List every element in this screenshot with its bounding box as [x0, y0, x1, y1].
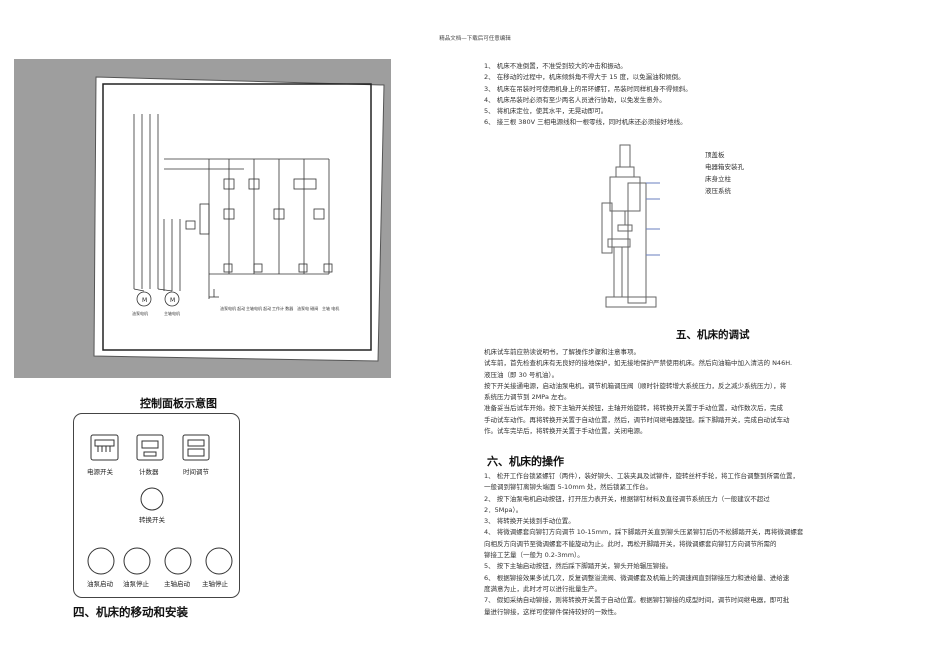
- selector-switch-label: 转换开关: [139, 516, 165, 524]
- label-top-cover: 顶盖板: [705, 151, 725, 159]
- label-column: 床身立柱: [705, 175, 731, 183]
- text-line: 按下开关接通电源，启动油泵电机，调节机箱调压阀（顺时针旋转增大系统压力，反之减少…: [484, 381, 787, 390]
- section6-heading: 六、机床的操作: [487, 455, 564, 468]
- control-panel-diagram: 电源开关 计数器 时间调节 转换开关 油泵启动 油泵停止 主轴启动 主轴停止: [73, 413, 240, 598]
- page-header: 精品文档—下载后可任意编辑: [439, 36, 511, 42]
- text-line: 系统压力调节到 2MPa 左右。: [484, 393, 571, 402]
- col4-label: 油泵电 磁阀: [297, 305, 318, 311]
- list-item: 5、 将机床定位，使其水平，无晃动即可。: [484, 107, 608, 116]
- col1-label: 油泵电机 起动: [220, 305, 245, 311]
- text-line: 7、 假如采纳自动铆接，则将转换开关置于自动位置。根据铆钉铆接的成型时间，调节时…: [484, 596, 790, 605]
- spindle-start-label: 主轴启动: [164, 580, 190, 588]
- label-electrical-hole: 电器箱安装孔: [705, 163, 744, 171]
- list-item: 2、 在移动的过程中，机床倾斜角不得大于 15 度，以免漏油和倾倒。: [484, 73, 685, 82]
- list-item: 3、 机床在吊装时可使用机身上的吊环螺钉，吊装时同样机身不得倾斜。: [484, 84, 692, 93]
- text-line: 3、 将转换开关拨到手动位置。: [484, 517, 575, 526]
- list-item: 6、 接三根 380V 三相电源线和一根零线，同时机床还必须接好地线。: [484, 118, 687, 127]
- text-line: 量进行铆接，这样可使铆件保持较好的一致性。: [484, 607, 621, 616]
- col5-label: 主轴 电机: [322, 305, 339, 311]
- text-line: 向相反方向调节至微调螺套不能旋动为止。此时，再松开脚踏开关，将微调螺套向铆钉方向…: [484, 539, 777, 548]
- label-hydraulic: 液压系统: [705, 187, 731, 195]
- panel-caption: 控制面板示意图: [140, 397, 217, 410]
- text-line: 机床试车前应熟读说明书，了解操作步骤和注意事项。: [484, 348, 640, 356]
- text-line: 2．5Mpa）。: [484, 505, 523, 514]
- col3-label: 工作计 数器: [272, 305, 293, 311]
- col2-label: 主轴电机 起动: [246, 305, 271, 311]
- section5-heading: 五、机床的调试: [676, 329, 750, 341]
- text-line: 度满意为止，此时才可以进行批量生产。: [484, 584, 601, 593]
- pump-stop-label: 油泵停止: [123, 580, 149, 588]
- list-item: 1、 机床不准倒置，不准受到较大的冲击和振动。: [484, 62, 627, 70]
- text-line: 1、 松开工作台锁紧螺钉（两件），装好铆头、工装夹具及试铆件，旋转丝杆手轮，将工…: [484, 472, 799, 480]
- text-line: 6、 根据铆接效果多试几次，反复调整溢流阀、微调螺套及机箱上的调速阀直到铆接压力…: [484, 573, 790, 582]
- operation-text: 1、 松开工作台锁紧螺钉（两件），装好铆头、工装夹具及试铆件，旋转丝杆手轮，将工…: [484, 471, 803, 618]
- text-line: 准备妥当后试车开始。按下主轴开关按钮，主轴开始旋转，将转换开关置于手动位置，动作…: [484, 404, 783, 413]
- text-line: 手动试车动作。再将转换开关置于自动位置，然后，调节时间继电器旋钮。踩下脚踏开关，…: [484, 415, 790, 424]
- machine-drawing: [601, 144, 660, 308]
- motor1-label: 油泵电机: [132, 310, 148, 316]
- text-line: 5、 按下主轴启动按钮，然后踩下脚踏开关，铆头开始辗压铆接。: [484, 562, 673, 571]
- svg-text:M: M: [142, 297, 147, 304]
- svg-text:M: M: [170, 297, 175, 304]
- list-item: 4、 机床吊装时必须有至少两名人员进行协助，以免发生意外。: [484, 95, 666, 104]
- text-line: 一般调到铆钉离铆头端面 5-10mm 处，然后锁紧工作台。: [484, 483, 653, 492]
- debug-text: 机床试车前应熟读说明书，了解操作步骤和注意事项。 试车前，首先检查机床有无良好的…: [484, 347, 792, 437]
- timer-label: 时间调节: [183, 468, 209, 476]
- section4-heading: 四、机床的移动和安装: [73, 605, 188, 619]
- text-line: 2、 按下油泵电机启动按钮，打开压力表开关，根据铆钉材料及直径调节系统压力（一般…: [484, 494, 770, 503]
- motor2-label: 主轴电机: [164, 310, 180, 316]
- text-line: 作。试车完毕后，将转换开关置于手动位置，关闭电源。: [484, 427, 647, 436]
- counter-label: 计数器: [139, 468, 159, 476]
- spindle-stop-label: 主轴停止: [202, 580, 228, 588]
- power-switch-label: 电源开关: [87, 468, 113, 476]
- install-list: 1、 机床不准倒置，不准受到较大的冲击和振动。 2、 在移动的过程中，机床倾斜角…: [484, 61, 692, 129]
- text-line: 液压油（即 30 号机油）。: [484, 370, 559, 379]
- schematic-image: M M 油泵电机 主轴电机 油泵电机 起动 主轴电机 起动 工作计 数器 油泵电…: [14, 59, 391, 378]
- text-line: 铆接工艺量（一般为 0.2-3mm）。: [484, 551, 584, 560]
- pump-start-label: 油泵启动: [87, 580, 113, 588]
- panel-drawing: [87, 434, 233, 575]
- text-line: 试车前，首先检查机床有无良好的接地保护，如无接地保护严禁使用机床。然后向油箱中加…: [484, 359, 793, 368]
- text-line: 4、 将微调螺套向铆钉方向调节 10-15mm，踩下脚踏开关直到铆头压紧铆钉后仍…: [484, 528, 804, 537]
